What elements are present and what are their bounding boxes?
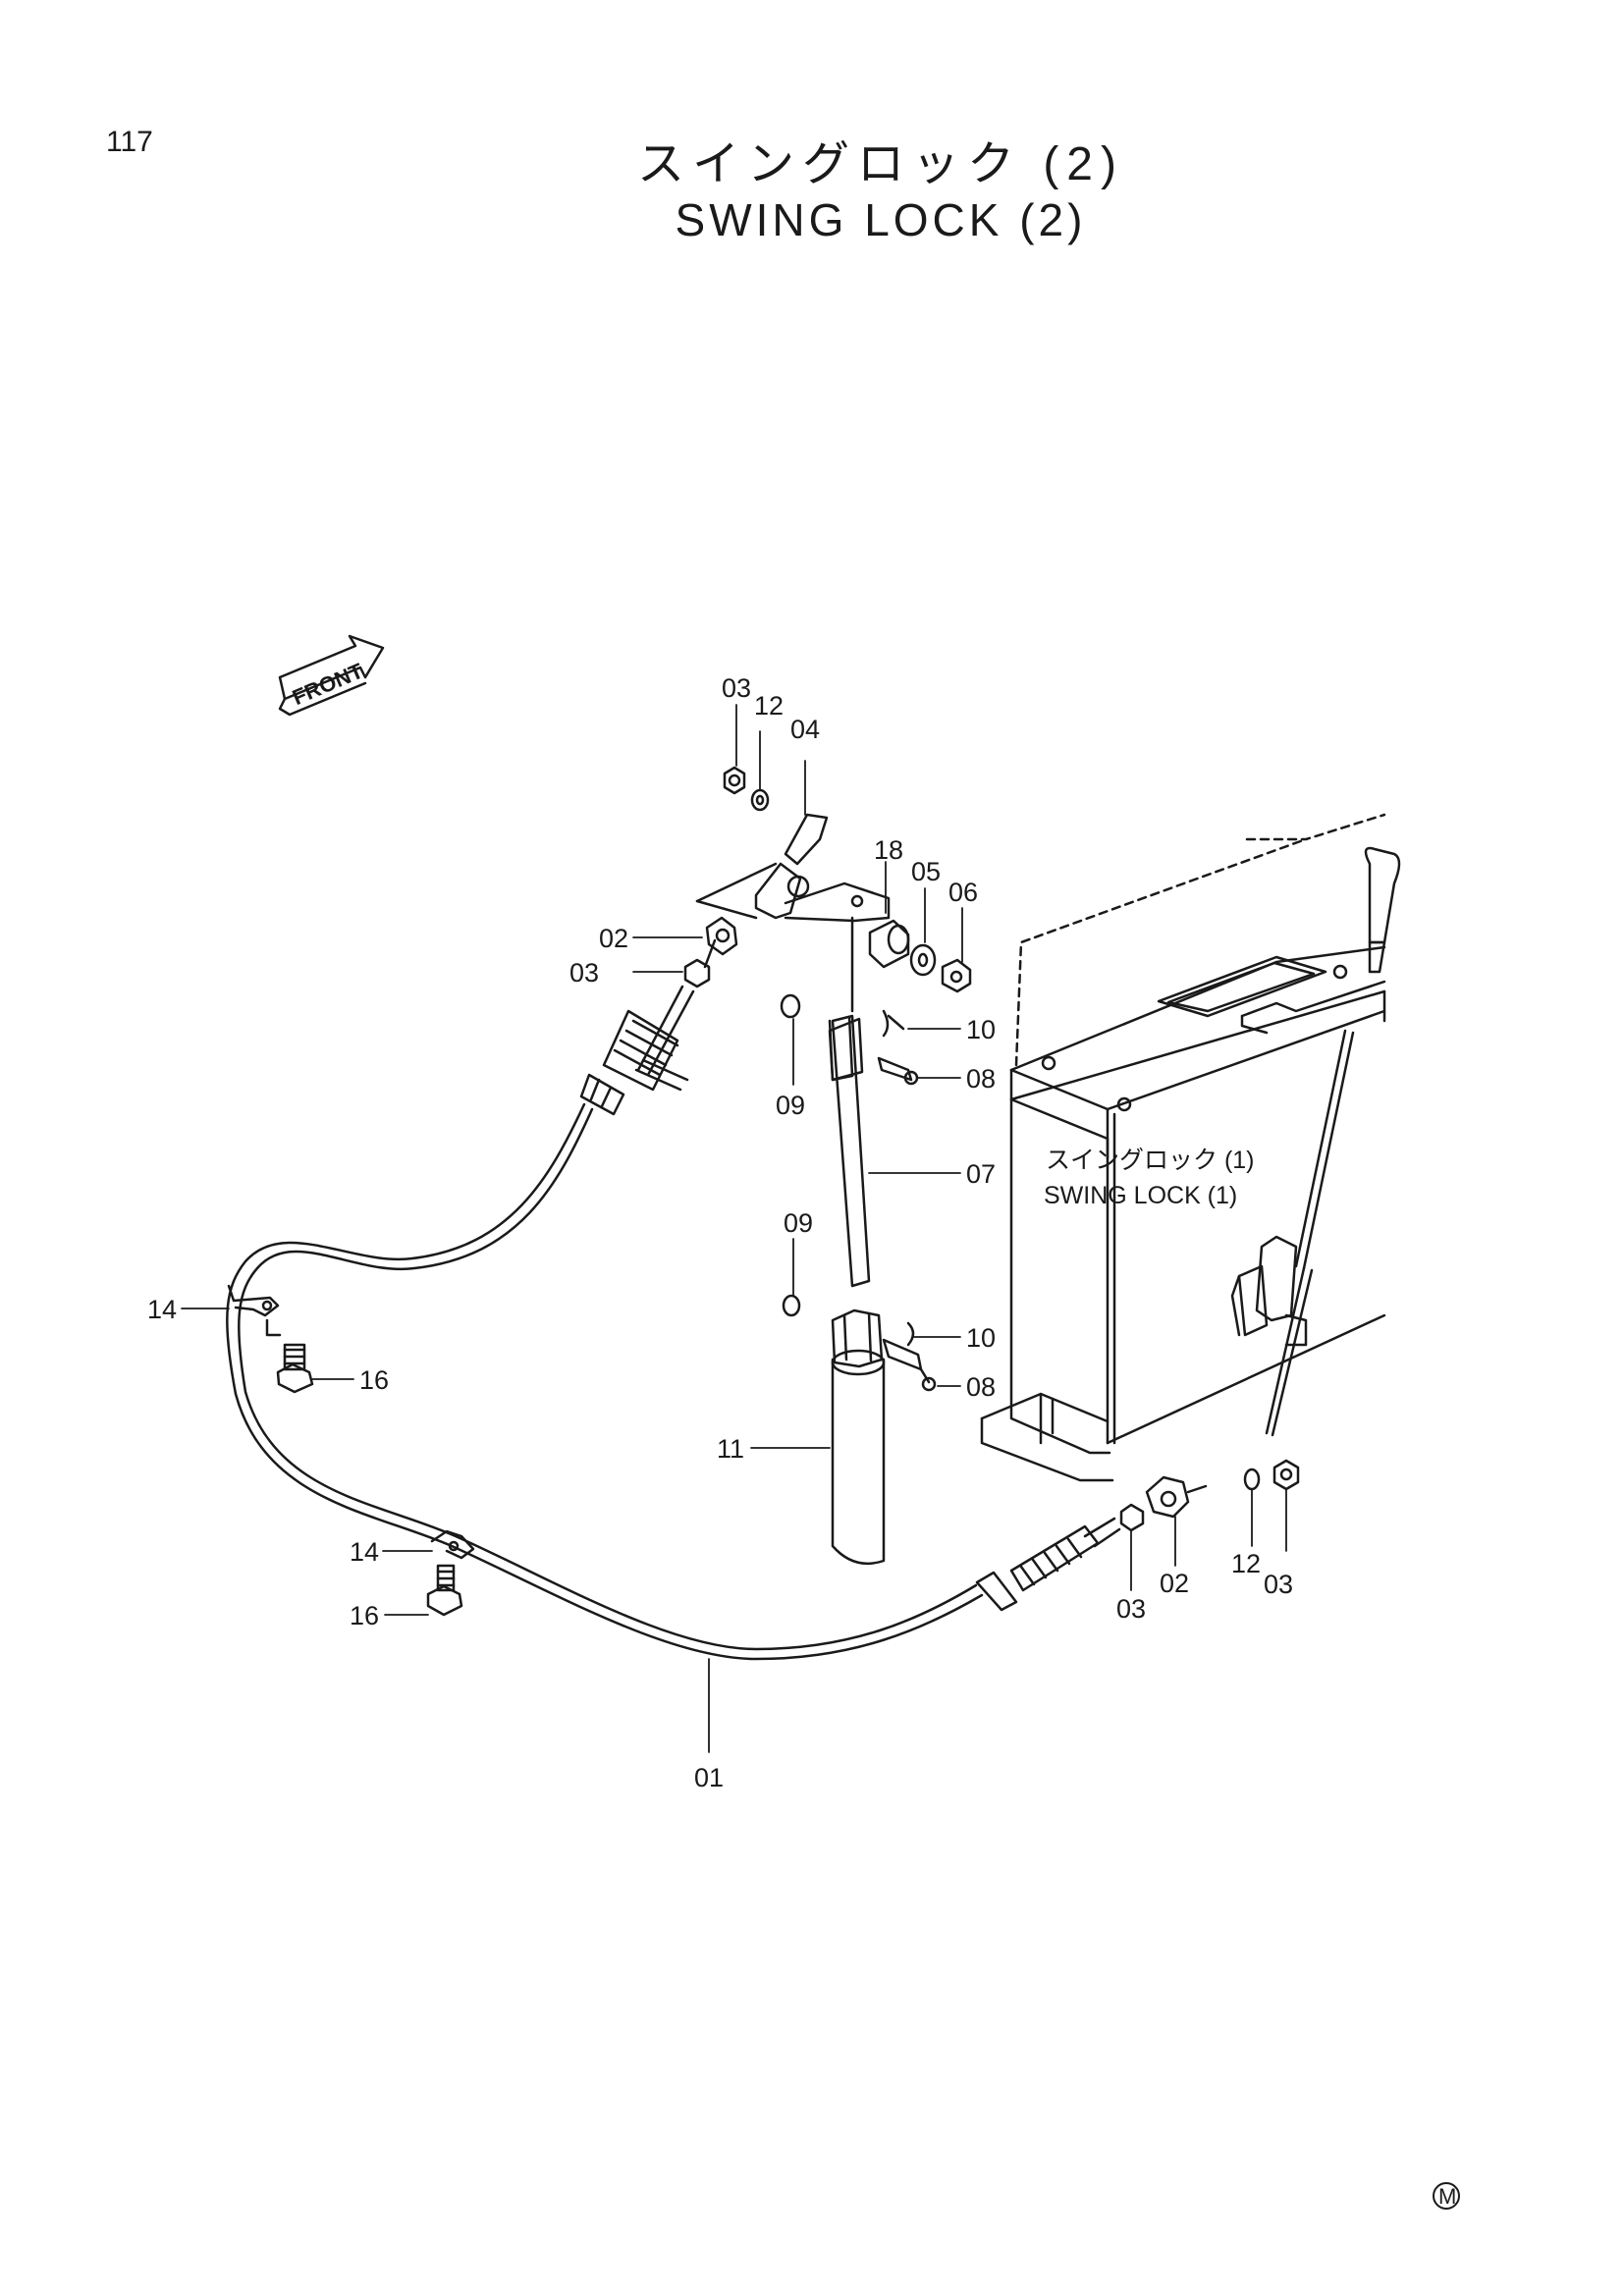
front-label: FRONT — [289, 658, 367, 710]
callout-02: 02 — [599, 924, 628, 953]
callout-09: 09 — [784, 1208, 813, 1238]
callout-12: 12 — [754, 691, 784, 721]
callout-14: 14 — [147, 1295, 177, 1324]
title-english: SWING LOCK (2) — [675, 194, 1087, 245]
callout-16: 16 — [350, 1601, 379, 1630]
m-mark-icon: M — [1433, 2182, 1460, 2210]
front-arrow-icon — [278, 634, 385, 717]
rod-end-02b — [1145, 1475, 1208, 1519]
link-07 — [828, 916, 871, 1288]
nut-03c — [1119, 1503, 1145, 1532]
control-box — [980, 813, 1386, 1482]
nut-03a — [723, 766, 746, 795]
reference-label-japanese: スイングロック (1) — [1046, 1147, 1255, 1174]
callout-03: 03 — [722, 673, 751, 703]
callout-11: 11 — [717, 1434, 744, 1464]
leader-lines — [181, 704, 1287, 1753]
callout-03: 03 — [569, 958, 599, 988]
cylinder-11 — [831, 1308, 937, 1566]
callout-16: 16 — [359, 1365, 389, 1395]
washer-09b — [782, 1294, 801, 1317]
washer-12b — [1243, 1468, 1261, 1491]
callout-14: 14 — [350, 1537, 379, 1567]
callout-08: 08 — [966, 1372, 996, 1402]
callout-08: 08 — [966, 1064, 996, 1094]
callout-18: 18 — [874, 835, 903, 865]
callout-12: 12 — [1231, 1549, 1261, 1578]
cable-end-upper — [579, 985, 695, 1116]
nut-03b — [683, 958, 711, 988]
callout-07: 07 — [966, 1159, 996, 1189]
washer-05 — [909, 943, 937, 977]
m-mark-letter: M — [1438, 2184, 1456, 2209]
bracket-04 — [695, 813, 891, 923]
bolt-16a — [276, 1343, 314, 1394]
title-japanese: スイングロック (2) — [636, 138, 1124, 190]
callout-03: 03 — [1264, 1570, 1293, 1599]
cable-01 — [226, 1102, 984, 1661]
callout-09: 09 — [776, 1091, 805, 1120]
washer-09a — [780, 993, 801, 1019]
callout-06: 06 — [948, 878, 978, 907]
clamp-14b — [430, 1529, 475, 1560]
callout-01: 01 — [694, 1763, 724, 1792]
reference-label-english: SWING LOCK (1) — [1044, 1182, 1237, 1209]
nut-06 — [941, 958, 972, 993]
clevis-upper — [828, 1009, 919, 1086]
bolt-16b — [426, 1564, 463, 1617]
clamp-14a — [227, 1284, 282, 1337]
nut-03d — [1272, 1459, 1300, 1491]
rod-end-02a — [703, 916, 738, 969]
lever — [1230, 846, 1401, 1437]
callout-05: 05 — [911, 857, 941, 886]
title-block: スイングロック (2) SWING LOCK (2) — [0, 137, 1624, 247]
callout-04: 04 — [790, 715, 820, 744]
page-number: 117 — [106, 126, 153, 158]
callout-10: 10 — [966, 1015, 996, 1044]
callout-10: 10 — [966, 1323, 996, 1353]
cable-end-lower — [975, 1517, 1121, 1612]
washer-12a — [750, 788, 770, 812]
bushing-18 — [868, 919, 910, 969]
callout-03: 03 — [1116, 1594, 1146, 1624]
callout-02: 02 — [1160, 1569, 1189, 1598]
